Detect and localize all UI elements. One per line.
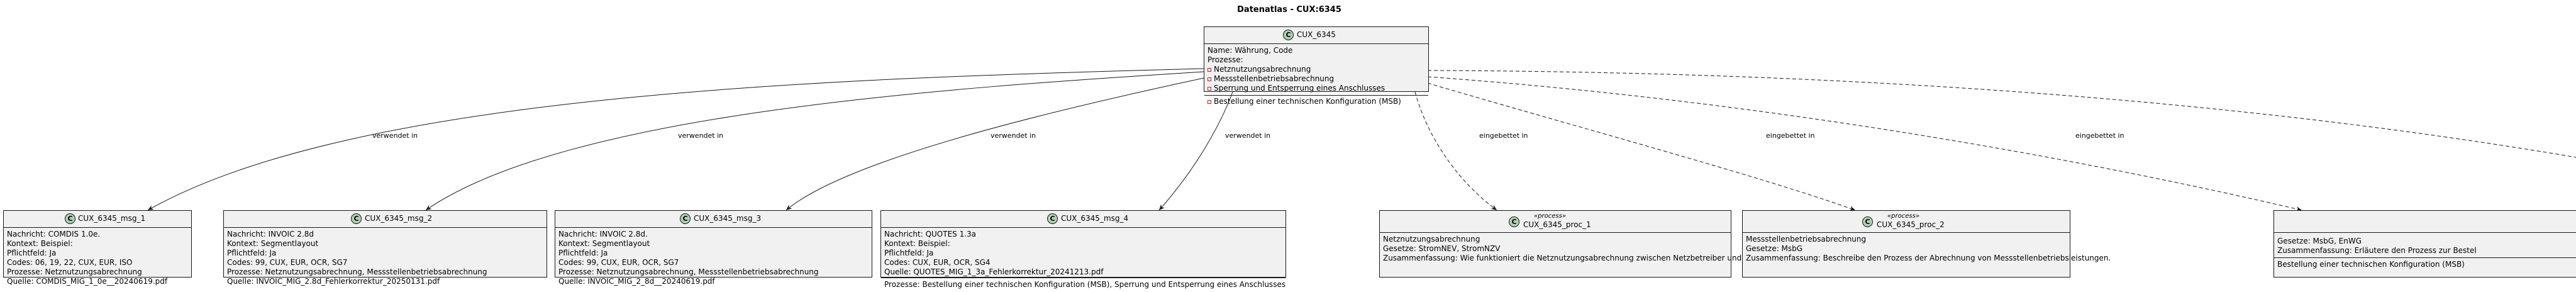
center-class-header: C CUX_6345 (1204, 27, 1428, 44)
process-attr: Zusammenfassung: Wie funktioniert die Ne… (1383, 254, 1782, 262)
center-class-node[interactable]: C CUX_6345 Name: Währung, Code Prozesse:… (1204, 26, 1429, 106)
message-attr: Nachricht: COMDIS 1.0e. (7, 230, 101, 239)
diagram-title: Datenatlas - CUX:6345 (1237, 5, 1341, 14)
message-node-3[interactable]: C CUX_6345_msg_3 Nachricht: INVOIC 2.8d.… (555, 210, 872, 286)
process-stereotype: «process» (1534, 213, 1566, 220)
edge-proc-2 (1427, 82, 1856, 211)
message-attr: Nachricht: QUOTES 1.3a (884, 230, 977, 239)
message-attr: Prozesse: Netznutzungsabrechnung, Messst… (227, 267, 487, 276)
edge-label-msg-1: verwendet in (372, 132, 418, 140)
process-attr: Netznutzungsabrechnung (1383, 235, 1480, 244)
message-attr: Prozesse: Netznutzungsabrechnung, Messst… (558, 267, 819, 276)
center-process-item: Netznutzungsabrechnung (1208, 65, 1425, 74)
message-attr: Quelle: INVOIC_MIG_2_8d__20240619.pdf (558, 277, 715, 286)
message-attr: Nachricht: INVOIC 2.8d. (558, 230, 648, 239)
center-processes-label: Prozesse: (1208, 55, 1243, 64)
process-node-1[interactable]: C «process» CUX_6345_proc_1 Netznutzungs… (1379, 210, 1782, 278)
edge-label-msg-2: verwendet in (678, 132, 724, 140)
edge-offscreen (1427, 70, 2576, 158)
message-attr: Kontext: Beispiel: (884, 239, 950, 248)
message-node-name: CUX_6345_msg_4 (1061, 214, 1129, 223)
class-c-icon: C (1509, 216, 1519, 227)
message-node-name: CUX_6345_msg_3 (694, 214, 762, 223)
center-name-line: Name: Währung, Code (1208, 46, 1293, 55)
message-attr: Quelle: COMDIS_MIG_1_0e__20240619.pdf (7, 277, 168, 286)
edge-msg-4 (1158, 91, 1233, 211)
edge-label-proc-3: eingebettet in (2075, 132, 2124, 140)
bullet-square-icon (1208, 86, 1211, 91)
class-c-icon: C (65, 213, 75, 224)
center-extra-item: Bestellung einer technischen Konfigurati… (1208, 97, 1425, 106)
bullet-square-icon (1208, 99, 1211, 104)
process-stereotype: «process» (1887, 213, 1919, 220)
message-node-4[interactable]: C CUX_6345_msg_4 Nachricht: QUOTES 1.3a … (880, 210, 1286, 289)
message-attr: Pflichtfeld: Ja (884, 249, 934, 257)
message-processes: Prozesse: Bestellung einer technischen K… (884, 280, 1286, 289)
message-attr: Pflichtfeld: Ja (7, 249, 57, 257)
message-attr: Kontext: Beispiel: (7, 239, 73, 248)
edge-label-proc-2: eingebettet in (1766, 132, 1815, 140)
center-class-name: CUX_6345 (1297, 30, 1336, 39)
class-c-icon: C (1283, 30, 1294, 40)
message-attr: Quelle: QUOTES_MIG_1_3a_Fehlerkorrektur_… (884, 267, 1104, 276)
edge-proc-3 (1427, 76, 2302, 211)
process-node-name: CUX_6345_proc_2 (1877, 220, 1945, 229)
edge-label-msg-3: verwendet in (991, 132, 1036, 140)
center-process-item: Sperrung und Entsperrung eines Anschluss… (1208, 84, 1425, 93)
class-c-icon: C (680, 213, 691, 224)
process-attr: Gesetze: MsbG, EnWG (2277, 237, 2362, 245)
edge-proc-1 (1414, 91, 1497, 211)
message-node-2[interactable]: C CUX_6345_msg_2 Nachricht: INVOIC 2.8d … (223, 210, 547, 286)
message-node-1[interactable]: C CUX_6345_msg_1 Nachricht: COMDIS 1.0e.… (3, 210, 192, 286)
message-attr: Pflichtfeld: Ja (227, 249, 277, 257)
bullet-square-icon (1208, 77, 1211, 81)
edge-msg-2 (425, 71, 1204, 211)
process-attr: Gesetze: StromNEV, StromNZV (1383, 244, 1501, 253)
process-node-2[interactable]: C «process» CUX_6345_proc_2 Messstellenb… (1742, 210, 2111, 278)
edge-msg-3 (786, 77, 1204, 211)
class-c-icon: C (351, 213, 362, 224)
process-node-name: CUX_6345_proc_1 (1523, 220, 1591, 229)
message-attr: Nachricht: INVOIC 2.8d (227, 230, 314, 239)
edge-msg-1 (147, 68, 1204, 211)
message-attr: Kontext: Segmentlayout (558, 239, 650, 248)
process-attr: Zusammenfassung: Beschreibe den Prozess … (1746, 254, 2111, 262)
message-attr: Kontext: Segmentlayout (227, 239, 319, 248)
edge-label-msg-4: verwendet in (1225, 132, 1271, 140)
bullet-square-icon (1208, 67, 1211, 72)
edge-label-proc-1: eingebettet in (1479, 132, 1528, 140)
message-attr: Pflichtfeld: Ja (558, 249, 608, 257)
process-node-3[interactable]: Gesetze: MsbG, EnWG Zusammenfassung: Erl… (2273, 210, 2576, 278)
process-attr: Messstellenbetriebsabrechnung (1746, 235, 1867, 244)
message-attr: Prozesse: Netznutzungsabrechnung (7, 267, 142, 276)
message-attr: Quelle: INVOIC_MIG_2.8d_Fehlerkorrektur_… (227, 277, 440, 286)
message-node-name: CUX_6345_msg_2 (365, 214, 433, 223)
process-attr: Gesetze: MsbG (1746, 244, 1803, 253)
process-attr: Bestellung einer technischen Konfigurati… (2277, 260, 2465, 269)
center-process-item: Messstellenbetriebsabrechnung (1208, 74, 1425, 84)
class-c-icon: C (1047, 213, 1058, 224)
class-c-icon: C (1862, 216, 1873, 227)
edge-layer (147, 68, 2576, 211)
message-node-name: CUX_6345_msg_1 (78, 214, 146, 223)
process-attr: Zusammenfassung: Erläutere den Prozess z… (2277, 246, 2477, 255)
